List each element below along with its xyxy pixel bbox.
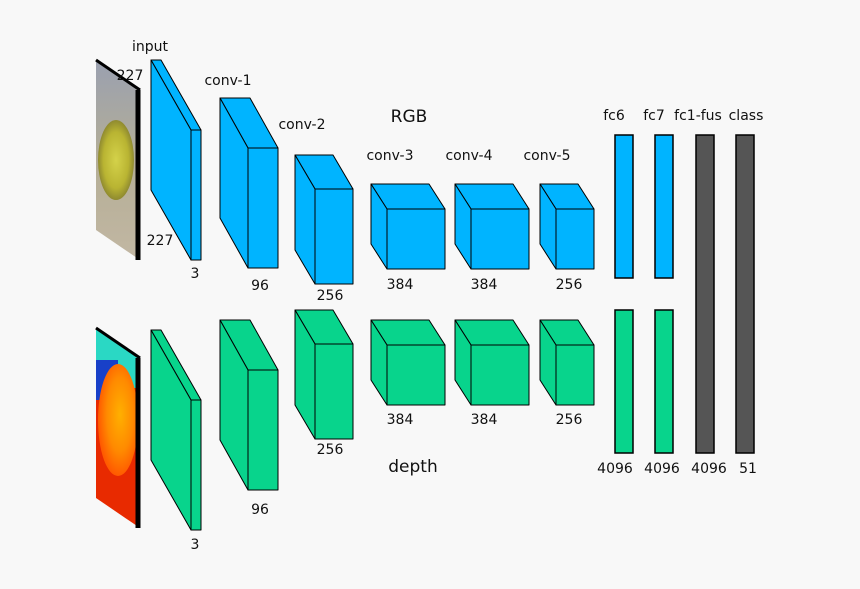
conv5-label: conv-5	[523, 148, 570, 164]
conv4-label: conv-4	[445, 148, 492, 164]
depth-conv5-block	[539, 319, 595, 406]
depth-conv2-size: 256	[317, 442, 344, 458]
rgb-conv2-block	[294, 154, 354, 285]
depth-conv4-block	[454, 319, 530, 406]
class-size: 51	[739, 461, 757, 477]
depth-conv3-block	[370, 319, 446, 406]
input-label: input	[132, 39, 169, 55]
depth-input-channels: 3	[191, 537, 200, 553]
conv3-label: conv-3	[366, 148, 413, 164]
input-width-label: 227	[147, 233, 174, 249]
depth-conv1-block	[219, 319, 279, 491]
fc1-fus-label: fc1-fus	[674, 108, 722, 124]
class-bar	[735, 134, 755, 454]
depth-conv4-size: 384	[471, 412, 498, 428]
input-height-label: 227	[117, 68, 144, 84]
conv2-label: conv-2	[278, 117, 325, 133]
fc6-label: fc6	[603, 108, 625, 124]
rgb-input-image	[95, 58, 141, 260]
depth-fc7-bar	[654, 309, 674, 454]
fc1-fus-size: 4096	[691, 461, 727, 477]
class-label: class	[729, 108, 764, 124]
depth-fc6-bar	[614, 309, 634, 454]
rgb-conv1-block	[219, 97, 279, 269]
conv1-label: conv-1	[204, 73, 251, 89]
depth-input-block	[150, 329, 202, 531]
rgb-fc6-bar	[614, 134, 634, 279]
depth-input-image	[95, 326, 141, 528]
fc7-label: fc7	[643, 108, 665, 124]
depth-conv2-block	[294, 309, 354, 440]
fc7-size: 4096	[644, 461, 680, 477]
rgb-stream-label: RGB	[391, 107, 428, 127]
fc1-fus-bar	[695, 134, 715, 454]
rgb-input-channels: 3	[191, 266, 200, 282]
depth-stream-label: depth	[388, 457, 437, 477]
fc6-size: 4096	[597, 461, 633, 477]
rgb-fc7-bar	[654, 134, 674, 279]
rgb-conv1-size: 96	[251, 278, 269, 294]
rgb-conv5-size: 256	[556, 277, 583, 293]
rgb-conv4-size: 384	[471, 277, 498, 293]
rgb-input-block	[150, 59, 202, 261]
depth-conv1-size: 96	[251, 502, 269, 518]
rgb-conv3-block	[370, 183, 446, 270]
depth-conv5-size: 256	[556, 412, 583, 428]
depth-conv3-size: 384	[387, 412, 414, 428]
rgb-conv3-size: 384	[387, 277, 414, 293]
rgb-conv4-block	[454, 183, 530, 270]
rgb-conv5-block	[539, 183, 595, 270]
rgb-conv2-size: 256	[317, 288, 344, 304]
